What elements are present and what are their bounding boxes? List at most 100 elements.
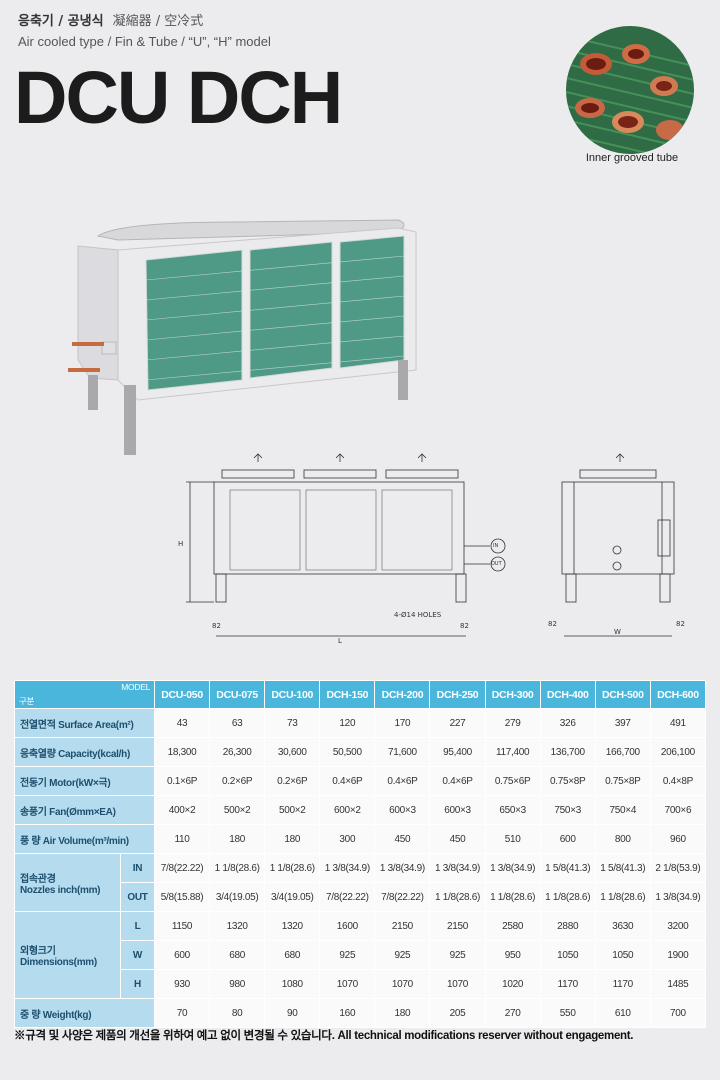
nozzle-out-cell: 1 1/8(28.6) bbox=[429, 882, 486, 912]
nozzle-in-cell: 1 5/8(41.3) bbox=[594, 853, 651, 883]
weight-cell: 160 bbox=[319, 998, 376, 1028]
fan-cell: 600×3 bbox=[429, 795, 486, 825]
dims-w-cell: 1050 bbox=[539, 940, 596, 970]
dims-w-cell: 925 bbox=[429, 940, 486, 970]
corner-cell: MODEL 구분 bbox=[14, 680, 155, 709]
air-volume-cell: 600 bbox=[539, 824, 596, 854]
weight-cell: 205 bbox=[429, 998, 486, 1028]
air-volume-cell: 510 bbox=[484, 824, 541, 854]
dims-h-cell: 1070 bbox=[319, 969, 376, 999]
surface-area-cell: 279 bbox=[484, 708, 541, 738]
model-header: DCH-250 bbox=[429, 680, 486, 709]
nozzle-label-en: Nozzles inch(mm) bbox=[20, 884, 101, 896]
fan-cell: 600×3 bbox=[374, 795, 431, 825]
air-volume-cell: 450 bbox=[374, 824, 431, 854]
dims-h-cell: 930 bbox=[153, 969, 211, 999]
title-cjk-text: 凝縮器 / 空冷式 bbox=[112, 14, 204, 29]
dims-l-label: L bbox=[120, 911, 155, 941]
model-header: DCU-100 bbox=[264, 680, 321, 709]
motor-cell: 0.75×6P bbox=[484, 766, 541, 796]
air-volume-cell: 180 bbox=[264, 824, 321, 854]
air-volume-cell: 450 bbox=[429, 824, 486, 854]
nozzle-out-cell: 1 1/8(28.6) bbox=[594, 882, 651, 912]
surface-area-cell: 73 bbox=[264, 708, 321, 738]
nozzle-in-cell: 2 1/8(53.9) bbox=[649, 853, 707, 883]
motor-cell: 0.2×6P bbox=[209, 766, 266, 796]
air-volume-cell: 960 bbox=[649, 824, 707, 854]
surface-area-cell: 227 bbox=[429, 708, 486, 738]
capacity-cell: 18,300 bbox=[153, 737, 211, 767]
nozzle-out-cell: 5/8(15.88) bbox=[153, 882, 211, 912]
motor-cell: 0.75×8P bbox=[594, 766, 651, 796]
fan-cell: 500×2 bbox=[209, 795, 266, 825]
subtitle: Air cooled type / Fin & Tube / “U”, “H” … bbox=[18, 34, 271, 49]
dims-w-cell: 600 bbox=[153, 940, 211, 970]
capacity-cell: 30,600 bbox=[264, 737, 321, 767]
corner-label: 구분 bbox=[19, 696, 35, 706]
weight-cell: 270 bbox=[484, 998, 541, 1028]
weight-cell: 80 bbox=[209, 998, 266, 1028]
nozzle-out-cell: 1 3/8(34.9) bbox=[649, 882, 707, 912]
model-header: DCH-400 bbox=[539, 680, 596, 709]
surface-area-cell: 120 bbox=[319, 708, 376, 738]
nozzle-in-label: IN bbox=[120, 853, 155, 883]
fan-cell: 600×2 bbox=[319, 795, 376, 825]
dims-w-cell: 950 bbox=[484, 940, 541, 970]
surface-area-cell: 170 bbox=[374, 708, 431, 738]
capacity-cell: 206,100 bbox=[649, 737, 707, 767]
model-header: DCU-050 bbox=[153, 680, 211, 709]
fan-cell: 500×2 bbox=[264, 795, 321, 825]
dims-l-cell: 3630 bbox=[594, 911, 651, 941]
nozzle-in-cell: 7/8(22.22) bbox=[153, 853, 211, 883]
fan-cell: 750×3 bbox=[539, 795, 596, 825]
weight-cell: 180 bbox=[374, 998, 431, 1028]
front-view-drawing: H L 82 82 4-Ø14 HOLES IN OUT bbox=[178, 448, 510, 648]
nozzle-label-ko: 접속관경 bbox=[20, 873, 56, 885]
surface-area-cell: 326 bbox=[539, 708, 596, 738]
nozzle-in-cell: 1 3/8(34.9) bbox=[484, 853, 541, 883]
nozzle-out-cell: 1 1/8(28.6) bbox=[539, 882, 596, 912]
dims-l-cell: 1150 bbox=[153, 911, 211, 941]
dims-label-ko: 외형크기 bbox=[20, 946, 56, 957]
nozzle-out-label: OUT bbox=[120, 882, 155, 912]
fan-cell: 700×6 bbox=[649, 795, 707, 825]
dims-h-cell: 1070 bbox=[429, 969, 486, 999]
capacity-cell: 71,600 bbox=[374, 737, 431, 767]
holes-label: 4-Ø14 HOLES bbox=[394, 611, 442, 619]
out-label: OUT bbox=[491, 561, 502, 567]
dims-w-cell: 1900 bbox=[649, 940, 707, 970]
surface-area-cell: 63 bbox=[209, 708, 266, 738]
title-korean: 응축기 / 공냉식 凝縮器 / 空冷式 bbox=[18, 10, 203, 29]
dims-w-cell: 925 bbox=[319, 940, 376, 970]
motor-cell: 0.4×6P bbox=[429, 766, 486, 796]
capacity-cell: 95,400 bbox=[429, 737, 486, 767]
dim-82-label-right: 82 bbox=[460, 622, 469, 630]
motor-cell: 0.1×6P bbox=[153, 766, 211, 796]
dim-h-label: H bbox=[178, 540, 184, 548]
fan-cell: 400×2 bbox=[153, 795, 211, 825]
in-label: IN bbox=[493, 543, 499, 549]
airflow-arrows bbox=[253, 453, 427, 462]
air-volume-cell: 180 bbox=[209, 824, 266, 854]
nozzle-out-cell: 3/4(19.05) bbox=[209, 882, 266, 912]
dims-w-label: W bbox=[120, 940, 155, 970]
dims-w-cell: 680 bbox=[264, 940, 321, 970]
dims-l-cell: 2880 bbox=[539, 911, 596, 941]
model-header: DCH-600 bbox=[649, 680, 707, 709]
title-ko-text: 응축기 / 공냉식 bbox=[18, 14, 104, 29]
nozzle-in-cell: 1 3/8(34.9) bbox=[374, 853, 431, 883]
side-dim-82-left: 82 bbox=[548, 620, 557, 628]
dim-l-label: L bbox=[338, 637, 342, 645]
side-dim-82-right: 82 bbox=[676, 620, 685, 628]
weight-cell: 550 bbox=[539, 998, 596, 1028]
capacity-cell: 50,500 bbox=[319, 737, 376, 767]
dims-w-cell: 680 bbox=[209, 940, 266, 970]
dims-l-cell: 2580 bbox=[484, 911, 541, 941]
